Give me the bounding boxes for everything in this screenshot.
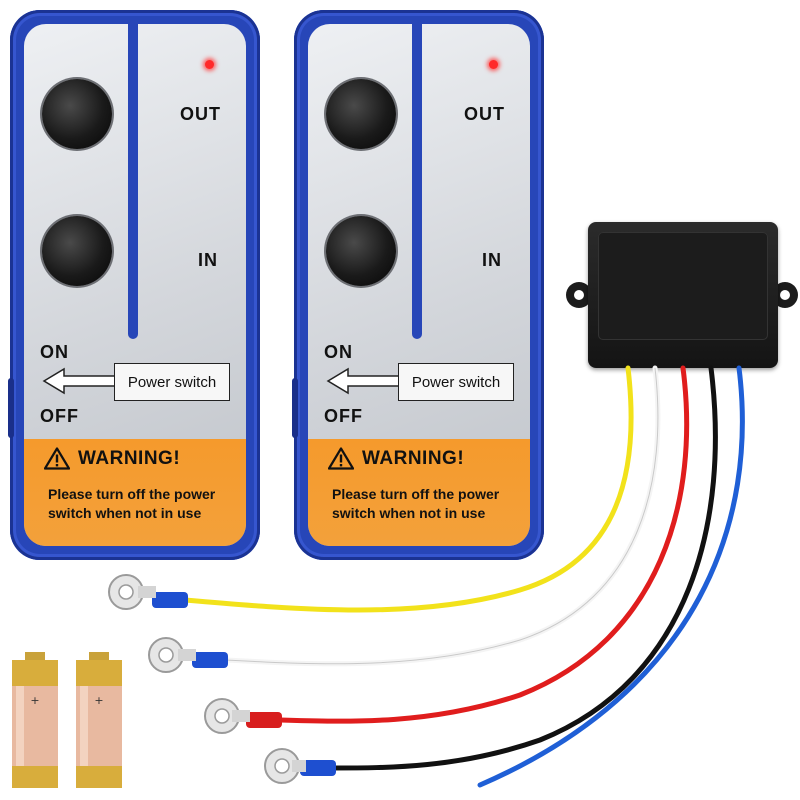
in-button bbox=[42, 216, 112, 286]
warning-heading: WARNING! bbox=[328, 447, 464, 470]
warning-panel: WARNING! Please turn off the power switc… bbox=[24, 439, 246, 546]
ring-terminal-2 bbox=[148, 637, 228, 673]
remote-control-1: OUT IN ON OFF Power switch WARNING! Plea… bbox=[8, 10, 260, 560]
face-divider bbox=[128, 24, 138, 339]
off-label: OFF bbox=[324, 406, 363, 426]
warning-triangle-icon bbox=[328, 447, 354, 470]
battery-1: + bbox=[12, 652, 58, 788]
remote-face: OUT IN ON OFF Power switch WARNING! Plea… bbox=[24, 24, 246, 546]
svg-text:+: + bbox=[30, 694, 39, 707]
wire-yellow bbox=[182, 365, 634, 613]
remote-face: OUT IN ON OFF Power switch WARNING! Plea… bbox=[308, 24, 530, 546]
svg-text:+: + bbox=[94, 694, 103, 707]
face-divider bbox=[412, 24, 422, 339]
in-button bbox=[326, 216, 396, 286]
battery-2: + bbox=[76, 652, 122, 788]
receiver-lid bbox=[598, 232, 768, 340]
out-button bbox=[42, 79, 112, 149]
warning-text: Please turn off the power switch when no… bbox=[332, 486, 500, 521]
warning-title: WARNING! bbox=[362, 447, 465, 469]
power-switch-slider bbox=[8, 378, 14, 438]
warning-text: Please turn off the power switch when no… bbox=[48, 486, 216, 521]
wire-white bbox=[222, 365, 661, 667]
out-label: OUT bbox=[180, 104, 221, 124]
status-led bbox=[205, 60, 214, 69]
on-label: ON bbox=[324, 342, 353, 362]
warning-title: WARNING! bbox=[78, 447, 181, 469]
mounting-tab-left bbox=[566, 282, 592, 308]
out-button bbox=[326, 79, 396, 149]
ring-terminal-4 bbox=[264, 748, 336, 784]
status-led bbox=[489, 60, 498, 69]
warning-triangle-icon bbox=[44, 447, 70, 470]
wire-blue bbox=[477, 365, 745, 788]
warning-heading: WARNING! bbox=[44, 447, 180, 470]
wire-black bbox=[327, 365, 718, 771]
wire-red bbox=[277, 365, 690, 724]
in-label: IN bbox=[482, 250, 502, 270]
receiver-box bbox=[588, 222, 778, 368]
ring-terminal-3 bbox=[204, 698, 282, 734]
in-label: IN bbox=[198, 250, 218, 270]
out-label: OUT bbox=[464, 104, 505, 124]
power-switch-slider bbox=[292, 378, 298, 438]
remote-control-2: OUT IN ON OFF Power switch WARNING! Plea… bbox=[292, 10, 544, 560]
on-label: ON bbox=[40, 342, 69, 362]
power-switch-label: Power switch bbox=[398, 363, 514, 401]
off-label: OFF bbox=[40, 406, 79, 426]
power-switch-label: Power switch bbox=[114, 363, 230, 401]
warning-panel: WARNING! Please turn off the power switc… bbox=[308, 439, 530, 546]
ring-terminal-1 bbox=[108, 574, 188, 610]
